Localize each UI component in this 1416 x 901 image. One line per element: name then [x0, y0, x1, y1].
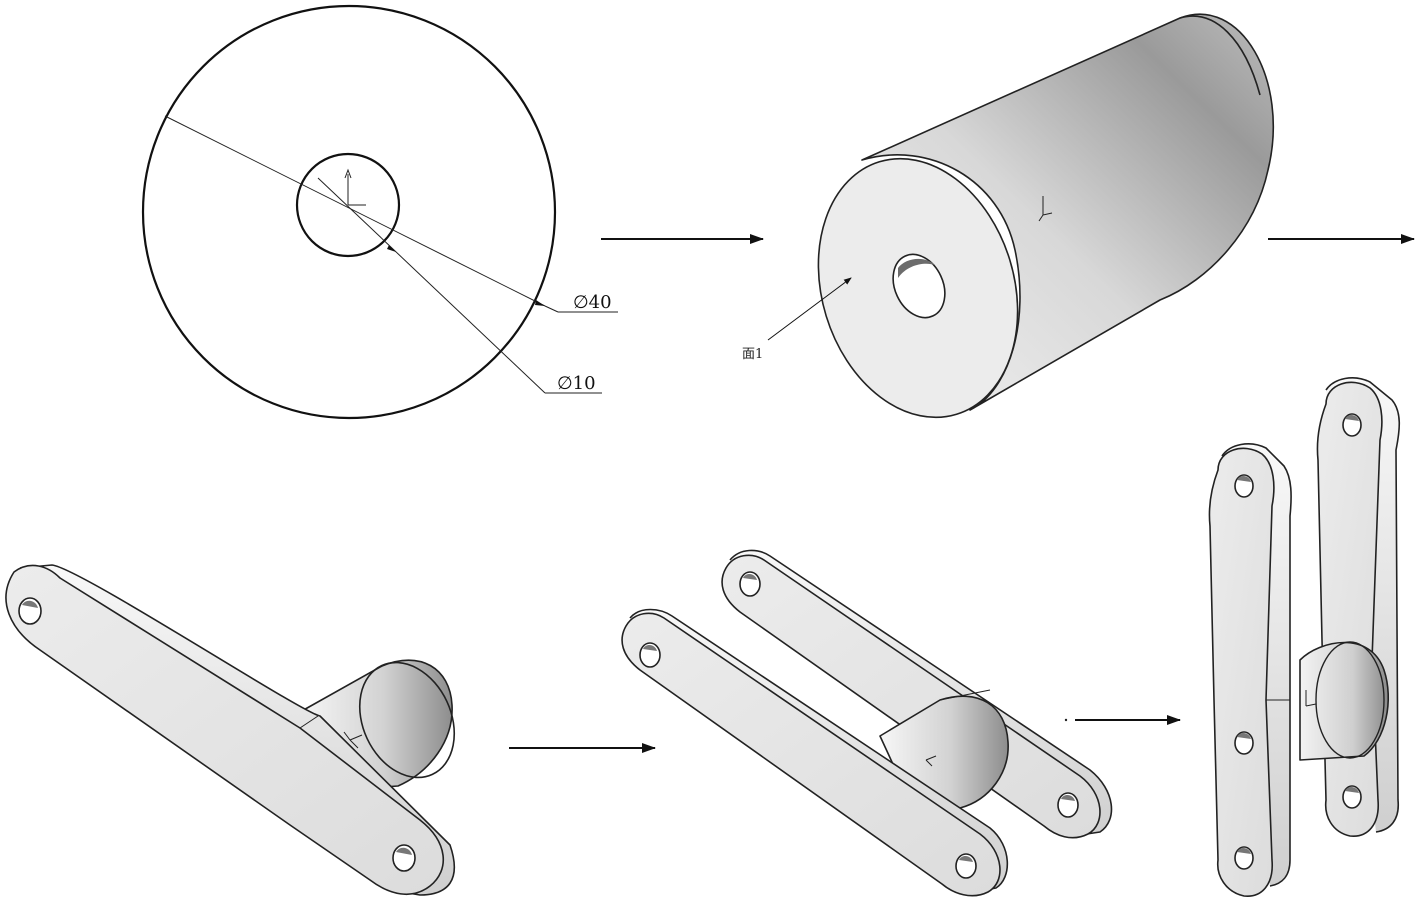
boss-body — [1299, 641, 1390, 761]
cylinder-body — [861, 13, 1274, 411]
origin-icon — [1305, 690, 1317, 707]
back-link-plate — [721, 554, 1101, 839]
origin-icon — [344, 168, 366, 206]
outer-circle — [141, 4, 557, 420]
face-label: 面1 — [742, 347, 763, 362]
origin-icon — [343, 731, 363, 749]
cylinder-view: 面1 — [742, 13, 1274, 419]
origin-icon — [925, 755, 937, 767]
inner-circle — [295, 152, 401, 258]
inner-dimension-line — [317, 177, 546, 394]
outer-dimension-line — [164, 115, 546, 307]
two-links-view — [621, 549, 1113, 897]
link-plate — [5, 564, 444, 895]
cylinder-bore — [892, 253, 946, 319]
assembled-view — [1208, 377, 1401, 897]
back-link-plate — [1316, 381, 1383, 837]
link-with-boss-view — [5, 564, 456, 896]
inner-dimension-label: ∅10 — [557, 373, 596, 394]
origin-icon — [1038, 196, 1053, 222]
outer-dimension-label: ∅40 — [573, 292, 612, 313]
front-link-plate — [621, 612, 1001, 897]
sketch-view: ∅40 ∅10 — [141, 4, 618, 420]
face-leader — [767, 277, 852, 341]
front-link-plate — [1208, 447, 1275, 897]
